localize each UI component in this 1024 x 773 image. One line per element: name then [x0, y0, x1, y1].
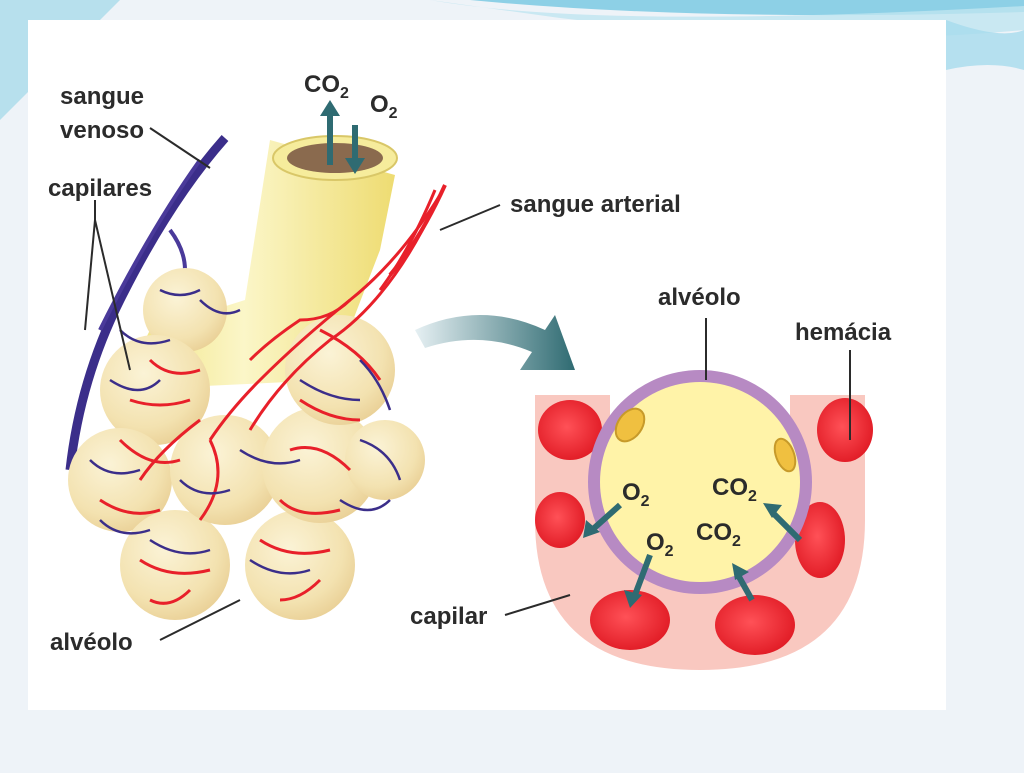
venous-capillary-net	[89, 288, 402, 575]
label-co2-inner-2: CO2	[696, 519, 741, 550]
label-sangue-arterial: sangue arterial	[510, 191, 681, 218]
blood-cells	[535, 398, 873, 655]
label-o2-inner-1: O2	[622, 479, 650, 510]
label-alveolo-right: alvéolo	[658, 284, 741, 311]
label-o2-inner-2: O2	[646, 529, 674, 560]
zoom-arrow-icon	[415, 315, 575, 370]
inner-gas-arrows	[583, 502, 803, 608]
alveolus-detail-illustration	[535, 370, 873, 670]
label-hemacia: hemácia	[795, 319, 892, 346]
left-leader-lines	[84, 127, 501, 641]
label-sangue: sangue	[60, 83, 144, 110]
top-gas-arrows	[320, 100, 365, 174]
arterial-capillary-net	[99, 194, 442, 605]
label-capilares: capilares	[48, 175, 152, 202]
alveoli-cluster-illustration	[65, 100, 447, 620]
label-capilar: capilar	[410, 603, 487, 630]
label-alveolo-left: alvéolo	[50, 629, 133, 656]
alveolus-spheres	[68, 268, 425, 620]
diagram-labels: sangue venoso capilares CO2 O2 sangue ar…	[48, 71, 892, 656]
right-leader-lines	[504, 318, 851, 616]
label-o2-top: O2	[370, 91, 398, 122]
label-co2-top: CO2	[304, 71, 349, 102]
label-co2-inner-1: CO2	[712, 474, 757, 505]
label-venoso: venoso	[60, 117, 144, 144]
